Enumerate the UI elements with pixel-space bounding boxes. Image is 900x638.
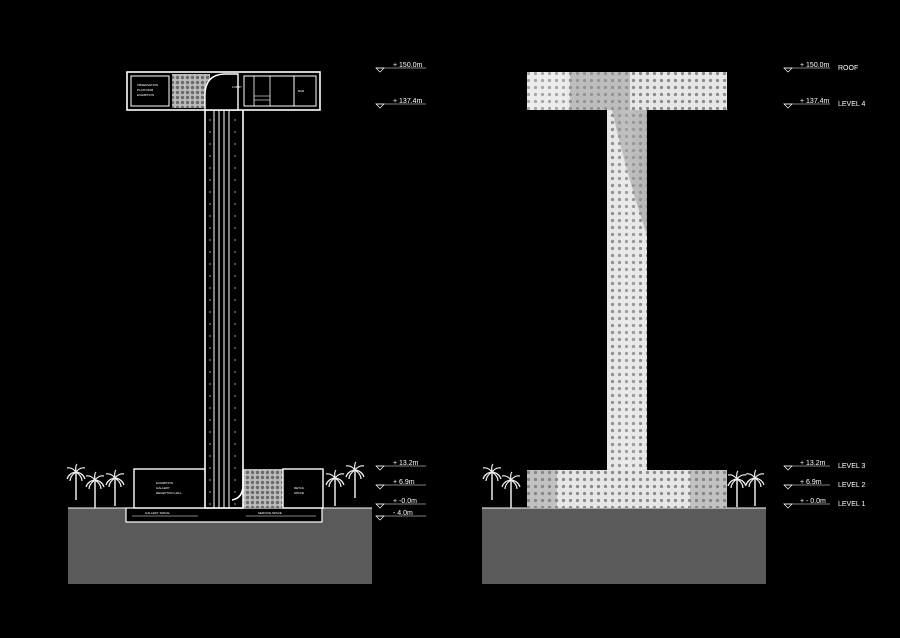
elevation-ground bbox=[482, 508, 766, 584]
svg-text:LOBBY: LOBBY bbox=[232, 85, 242, 89]
section-level-label: + 13.2m bbox=[393, 460, 419, 467]
elevation-drawing: + 150.0m ROOF + 137.4m LEVEL 4 + 13.2m L… bbox=[482, 62, 865, 584]
elevation-level-elev: + 6.9m bbox=[800, 479, 822, 486]
section-level-label: + 6.9m bbox=[393, 479, 415, 486]
elevation-level-markers: + 150.0m ROOF + 137.4m LEVEL 4 + 13.2m L… bbox=[783, 62, 865, 509]
section-podium-right-hatch bbox=[243, 469, 283, 508]
section-level-label: + 137.4m bbox=[393, 98, 423, 105]
svg-text:GALLERY: GALLERY bbox=[156, 486, 170, 490]
elevation-level-elev: + 137.4m bbox=[800, 98, 830, 105]
svg-text:GALLERY SPACE: GALLERY SPACE bbox=[145, 511, 170, 515]
svg-text:EXHIBITION: EXHIBITION bbox=[156, 481, 173, 485]
svg-text:PLATFORM: PLATFORM bbox=[137, 88, 154, 92]
section-podium-left bbox=[133, 468, 208, 509]
svg-text:SERVICE SPACE: SERVICE SPACE bbox=[258, 511, 282, 515]
svg-text:BAR: BAR bbox=[298, 89, 305, 93]
section-drawing: GALLERY SPACE SERVICE SPACE EXHIBITION G… bbox=[66, 62, 426, 584]
section-level-markers: + 150.0m + 137.4m + 13.2m + 6.9m + -0.0m bbox=[375, 62, 426, 521]
elevation-level-name: LEVEL 3 bbox=[838, 463, 865, 470]
elevation-level-name: ROOF bbox=[838, 65, 858, 72]
section-level-label: + 150.0m bbox=[393, 62, 423, 69]
svg-text:RETAIL: RETAIL bbox=[294, 486, 305, 490]
section-level-label: + -0.0m bbox=[393, 498, 417, 505]
elevation-podium bbox=[527, 470, 727, 508]
elevation-level-elev: + - 0.0m bbox=[800, 498, 826, 505]
section-level-label: - 4.0m bbox=[393, 510, 413, 517]
svg-text:EXHIBITION: EXHIBITION bbox=[137, 93, 154, 97]
section-podium-right bbox=[282, 468, 324, 509]
svg-text:OBSERVATION: OBSERVATION bbox=[137, 83, 158, 87]
elevation-level-name: LEVEL 1 bbox=[838, 501, 865, 508]
svg-text:SPACE: SPACE bbox=[294, 491, 304, 495]
elevation-level-elev: + 150.0m bbox=[800, 62, 830, 69]
elevation-level-elev: + 13.2m bbox=[800, 460, 826, 467]
svg-text:RECEPTION HALL: RECEPTION HALL bbox=[156, 491, 182, 495]
elevation-level-name: LEVEL 4 bbox=[838, 101, 865, 108]
elevation-level-name: LEVEL 2 bbox=[838, 482, 865, 489]
